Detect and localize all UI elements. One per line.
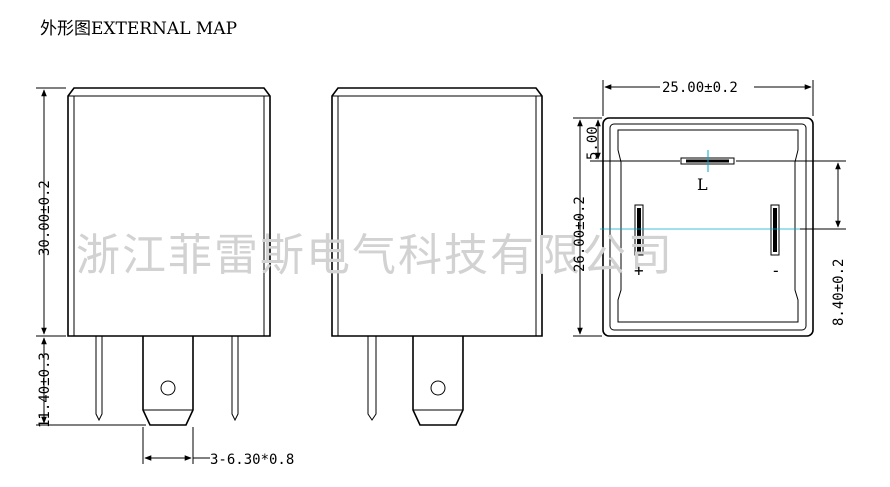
dim-pin-spacing-label: 8.40±0.2 [831,259,847,326]
dim-height-body [36,87,66,337]
front-view [67,87,271,426]
dim-inner-offset-label: 5.00 [585,126,601,160]
dim-pin-spacing [736,160,846,230]
dim-width-top-label: 25.00±0.2 [662,80,738,96]
dim-pin-length-label: 11.40±0.3 [37,352,53,428]
side-view [331,87,543,426]
dim-inner-offset [590,117,680,162]
dim-height-body-label: 30.00±0.2 [37,180,53,256]
terminal-positive-label: + [634,261,644,280]
dim-pin-spec-label: 3-6.30*0.8 [210,452,294,468]
dim-pin-spec [142,427,210,464]
terminal-load-label: L [697,175,708,194]
dim-depth [573,117,602,337]
dim-width-top [602,80,814,116]
page-title: 外形图EXTERNAL MAP [40,19,238,39]
dim-depth-label: 26.00±0.2 [572,196,588,272]
watermark-text: 浙江菲雷斯电气科技有限公司 [76,230,674,281]
bottom-view [600,117,815,337]
dim-pin-length [36,337,146,426]
terminal-negative-label: - [771,261,781,280]
